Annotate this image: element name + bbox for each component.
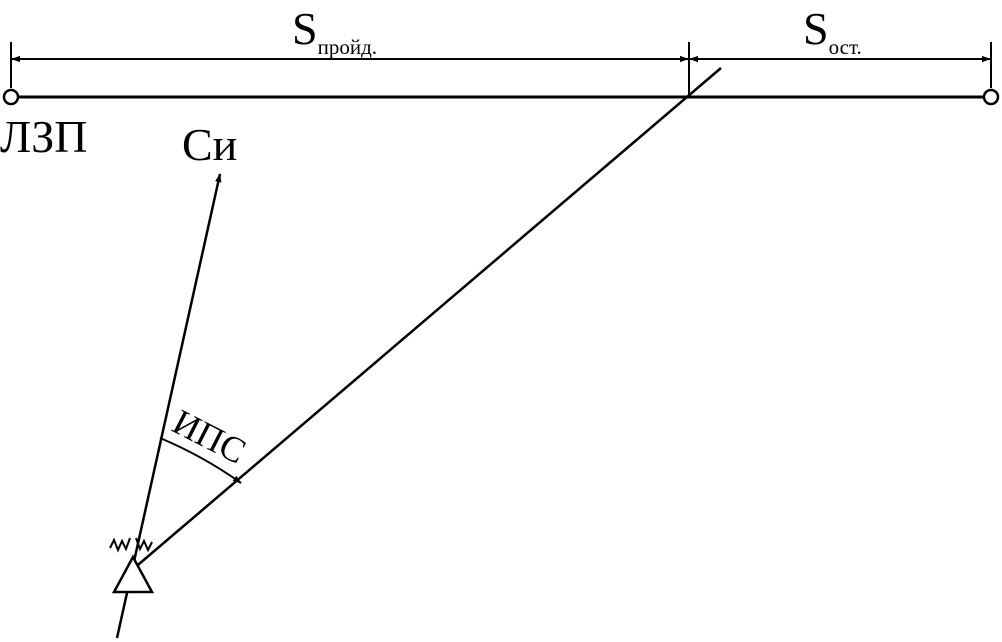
s-passed-label: Sпройд.	[292, 3, 377, 59]
route-start-point	[2, 88, 20, 106]
start-point-label: ЛЗП	[0, 111, 87, 162]
bearing-line	[131, 67, 722, 571]
route-end-point	[982, 88, 1000, 106]
beacon-icon	[109, 537, 155, 594]
bearing-angle-arc	[159, 437, 242, 484]
bearing-angle-label: ИПС	[166, 401, 252, 471]
s-remaining-label: Sост.	[803, 3, 862, 59]
heading-label: Си	[182, 119, 237, 170]
